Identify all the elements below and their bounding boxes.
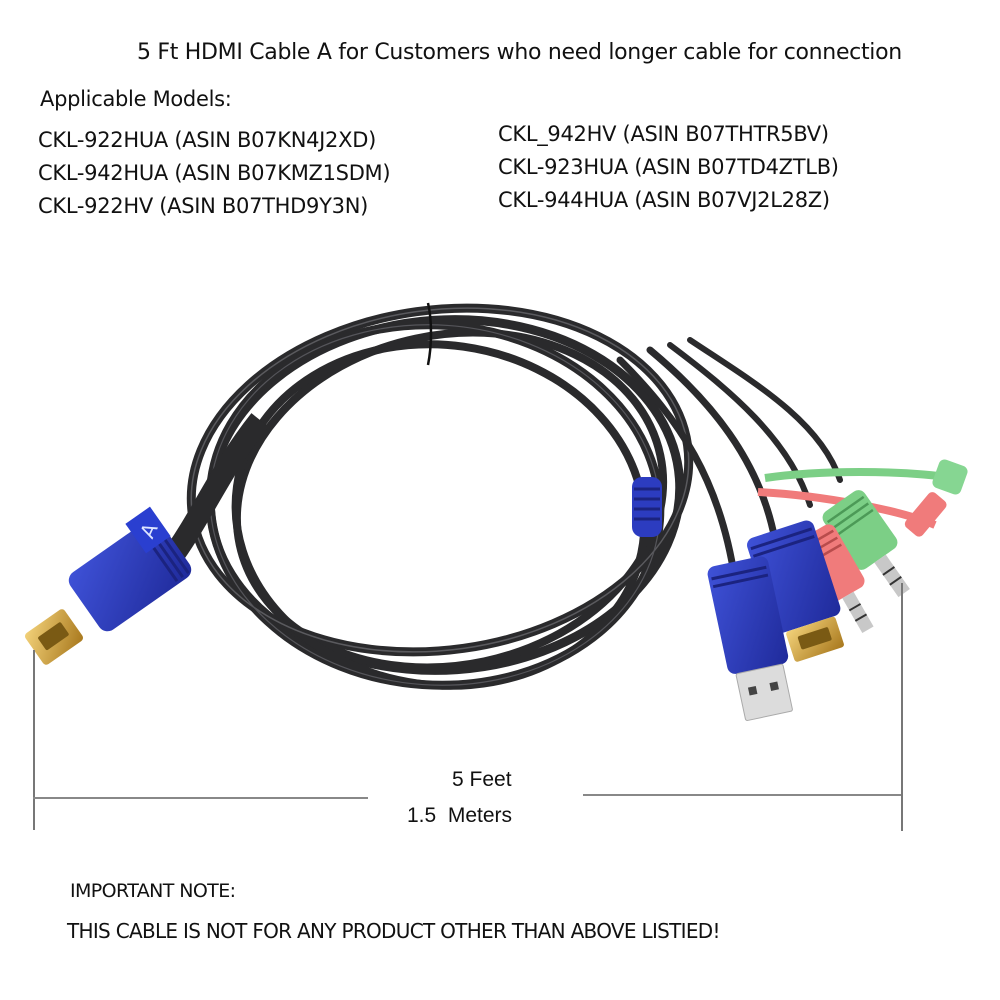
models-right-column: CKL_942HV (ASIN B07THTR5BV) CKL-923HUA (… (498, 118, 839, 217)
cable-product-image: A (25, 302, 968, 721)
dimension-left-marker (33, 650, 35, 830)
important-note-body: THIS CABLE IS NOT FOR ANY PRODUCT OTHER … (67, 919, 721, 943)
important-note-heading: IMPORTANT NOTE: (70, 880, 236, 902)
model-item: CKL-922HV (ASIN B07THD9Y3N) (38, 194, 368, 218)
model-item: CKL-922HUA (ASIN B07KN4J2XD) (38, 128, 376, 152)
models-heading: Applicable Models: (40, 87, 232, 111)
usb-connector (707, 556, 793, 721)
length-meters-label: 1.5 Meters (407, 804, 513, 827)
dimension-line-left (33, 797, 368, 799)
cable-tie (426, 302, 433, 366)
hdmi-connector-left: A (25, 506, 192, 665)
models-left-column: CKL-922HUA (ASIN B07KN4J2XD) CKL-942HUA … (38, 124, 391, 223)
dimension-line-right (583, 794, 901, 796)
model-item: CKL-944HUA (ASIN B07VJ2L28Z) (498, 188, 830, 212)
cable-coil (186, 303, 694, 690)
model-item: CKL-942HUA (ASIN B07KMZ1SDM) (38, 161, 391, 185)
model-item: CKL-923HUA (ASIN B07TD4ZTLB) (498, 155, 839, 179)
dimension-right-marker (901, 583, 903, 831)
model-item: CKL_942HV (ASIN B07THTR5BV) (498, 122, 829, 146)
ferrite-bead (632, 477, 662, 537)
length-feet-label: 5 Feet (452, 768, 512, 791)
page-title: 5 Ft HDMI Cable A for Customers who need… (137, 40, 902, 65)
